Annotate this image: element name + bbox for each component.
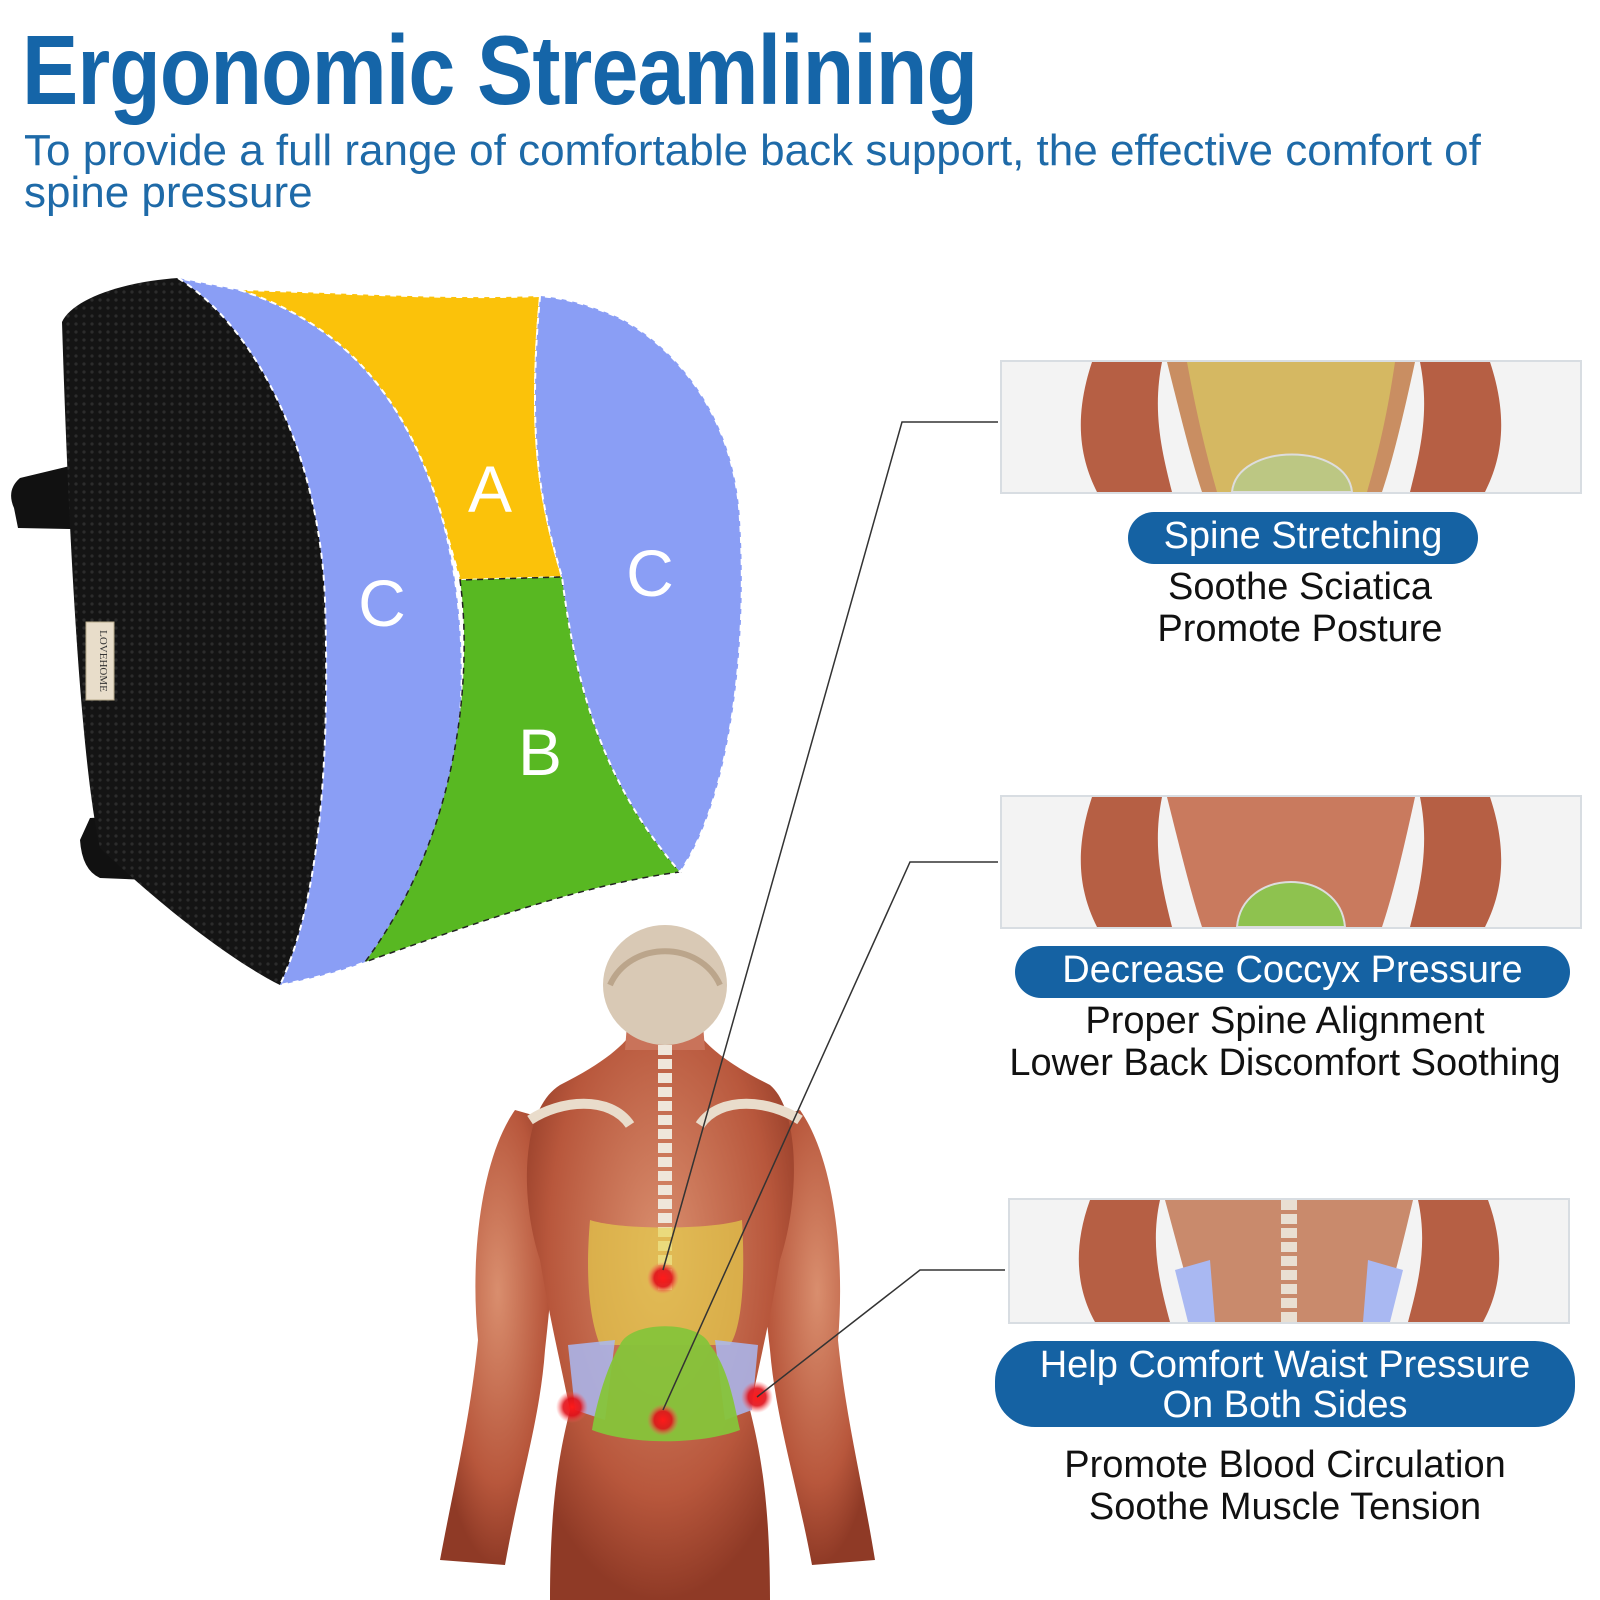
anatomy-figure [440, 925, 875, 1600]
zone-c-right-label: C [626, 536, 674, 610]
page-subtitle: To provide a full range of comfortable b… [24, 126, 1481, 217]
feature-image-2 [1000, 795, 1582, 929]
zone-a-label: A [468, 452, 512, 526]
callout-line-1 [662, 421, 998, 1271]
figure-shoulder-right [695, 1098, 803, 1129]
feature-desc-3-line-1: Promote Blood Circulation [1064, 1444, 1506, 1486]
figure-arm-left [440, 1110, 556, 1565]
feature-desc-2: Proper Spine Alignment Lower Back Discom… [975, 1000, 1595, 1084]
zone-b-label: B [518, 715, 562, 789]
feature-badge-3: Help Comfort Waist Pressure On Both Side… [995, 1341, 1575, 1427]
pillow-zone-c-right [533, 294, 743, 874]
callout-lines [662, 421, 1005, 1411]
feature-desc-2-line-1: Proper Spine Alignment [1085, 1000, 1485, 1042]
callout-line-2 [662, 861, 998, 1411]
feature-desc-3-line-2: Soothe Muscle Tension [1088, 1486, 1482, 1528]
lumbar-pillow: LOVEHOME A B C C [11, 277, 743, 987]
feature-image-3 [1008, 1198, 1570, 1324]
zone-c-left-label: C [358, 566, 406, 640]
callout-line-3 [756, 1269, 1005, 1398]
feature-badge-2-text: Decrease Coccyx Pressure [1062, 949, 1523, 991]
feature-badge-3-line-1: Help Comfort Waist Pressure [1039, 1344, 1531, 1386]
feature-image-1 [1000, 360, 1582, 494]
page-title: Ergonomic Streamlining [22, 15, 978, 125]
feature-desc-1-line-1: Soothe Sciatica [1167, 566, 1433, 608]
feature-desc-2-line-2: Lower Back Discomfort Soothing [1009, 1042, 1561, 1084]
feature-desc-3: Promote Blood Circulation Soothe Muscle … [985, 1444, 1585, 1528]
figure-skull-detail [607, 948, 723, 987]
pressure-point-upper [647, 1262, 679, 1294]
feature-badge-2: Decrease Coccyx Pressure [1015, 946, 1570, 998]
feature-desc-1-line-2: Promote Posture [1157, 608, 1443, 650]
brand-tag [85, 621, 115, 701]
figure-head [603, 925, 727, 1045]
feature-desc-1: Soothe Sciatica Promote Posture [1000, 566, 1600, 650]
figure-shoulder-left [527, 1098, 635, 1129]
brand-tag-text: LOVEHOME [97, 630, 109, 692]
feature-badge-1: Spine Stretching [1128, 512, 1478, 564]
pressure-point-lower [647, 1404, 679, 1436]
pillow-mesh-body [62, 278, 327, 985]
feature-badge-1-text: Spine Stretching [1163, 515, 1443, 557]
pillow-zone-c-left [177, 277, 463, 987]
figure-zone-b-overlay [592, 1326, 740, 1442]
pressure-point-left [556, 1391, 588, 1423]
feature-badge-3-line-2: On Both Sides [1162, 1384, 1408, 1426]
